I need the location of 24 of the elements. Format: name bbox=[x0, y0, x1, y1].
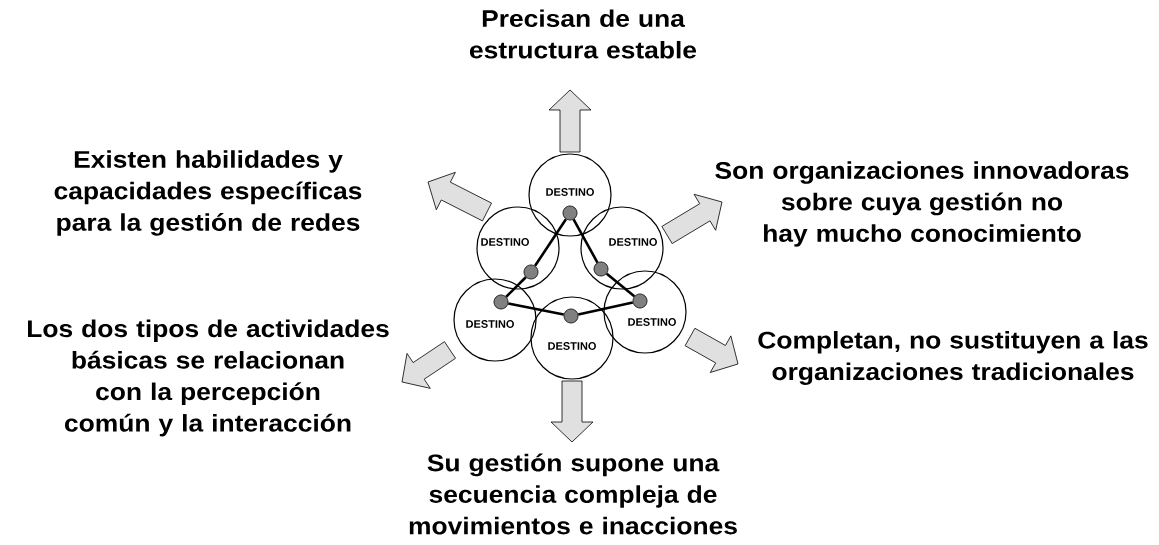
block-arrow bbox=[427, 171, 492, 222]
block-arrow bbox=[550, 380, 594, 443]
block-arrow bbox=[684, 327, 739, 373]
statement-text: Existen habilidades y capacidades específicas para la gestión de redes bbox=[54, 150, 362, 236]
block-arrow bbox=[548, 89, 592, 153]
connector-line bbox=[572, 218, 599, 264]
connector-line bbox=[534, 218, 567, 267]
block-arrow bbox=[661, 193, 723, 244]
block-arrow bbox=[401, 341, 456, 389]
dot bbox=[563, 308, 579, 324]
dot bbox=[593, 261, 609, 277]
dot bbox=[493, 294, 509, 310]
statement-text: Precisan de una estructura estable bbox=[470, 9, 697, 59]
connector-line bbox=[605, 272, 636, 298]
statement-text: Su gestión supone una secuencia compleja de movimientos e inacciones bbox=[409, 453, 737, 535]
dot bbox=[562, 205, 578, 221]
connector-line bbox=[505, 276, 527, 298]
connector-line bbox=[508, 302, 564, 316]
connector-line bbox=[577, 301, 634, 316]
statement-text: Completan, no sustituyen a las organizaciones tradicionales bbox=[758, 331, 1148, 385]
statement-text: Son organizaciones innovadoras sobre cuya gestión no hay mucho conocimiento bbox=[715, 161, 1129, 247]
statement-text: Los dos tipos de actividades básicas se relacionan con la percepción común y la interacción bbox=[28, 319, 389, 437]
dot bbox=[632, 293, 648, 309]
dot bbox=[523, 264, 539, 280]
